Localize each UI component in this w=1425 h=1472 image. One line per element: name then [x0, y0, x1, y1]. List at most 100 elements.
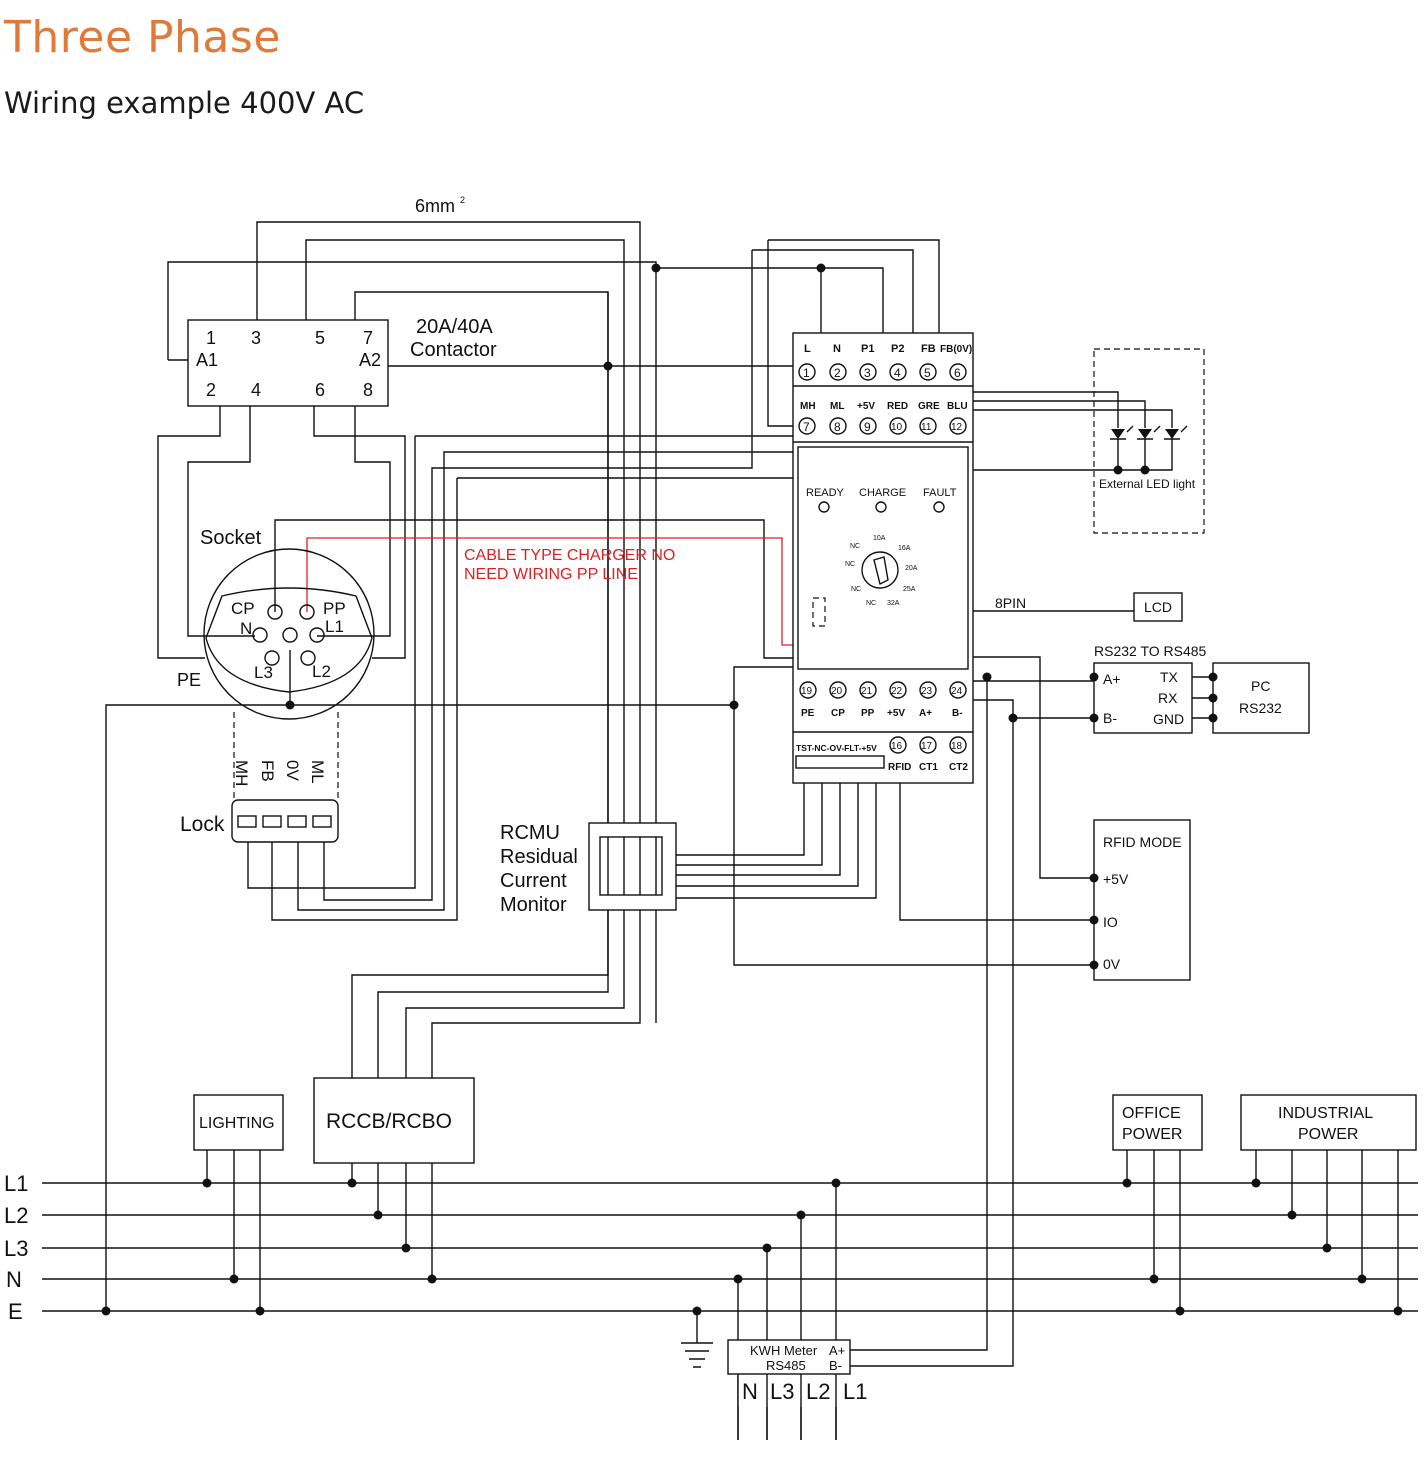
lock-box: [231, 799, 339, 843]
ctrl-label-ct2: CT2: [949, 762, 968, 773]
terminal-7: 7: [803, 420, 810, 434]
ctrl-label-red: RED: [887, 401, 908, 412]
contactor-pin-7: 7: [363, 328, 373, 348]
dial-nc: NC: [851, 586, 861, 593]
contactor-a2: A2: [359, 350, 381, 370]
socket-inner: [205, 587, 373, 693]
rcmu-inner: [599, 836, 663, 896]
terminal-3: 3: [864, 366, 871, 380]
dial-20a: 20A: [905, 565, 918, 572]
lcd-box: [1133, 592, 1183, 622]
terminal-2: 2: [834, 366, 841, 380]
ctrl-label-n: N: [833, 343, 841, 355]
pc-line1: PC: [1251, 678, 1270, 694]
terminal-23: 23: [921, 686, 933, 697]
lcd-connector: [812, 597, 826, 627]
page-title: Three Phase: [4, 12, 281, 63]
terminal-24: 24: [951, 686, 963, 697]
ctrl-label-fb: FB: [921, 343, 936, 355]
meter-bottom-l3: L3: [770, 1379, 794, 1404]
socket-pin-cp: [267, 604, 283, 620]
rs485-converter: RS232 TO RS485 A+ B- TX RX GND: [1093, 643, 1207, 734]
terminal-9: 9: [864, 420, 871, 434]
dial-knob: [861, 551, 899, 589]
terminal-11: 11: [921, 422, 932, 433]
cable-size-exp: 2: [460, 195, 465, 205]
contactor-pin-4: 4: [251, 380, 261, 400]
socket-label-cp: CP: [231, 599, 255, 618]
meter-bottom-l1: L1: [843, 1379, 867, 1404]
ctrl-label-pp: PP: [861, 708, 875, 719]
rs485-tx: TX: [1160, 669, 1179, 685]
led-diode-red: [1111, 429, 1125, 439]
contactor-pin-1: 1: [206, 328, 216, 348]
ctrl-label-p1: P1: [861, 343, 874, 355]
dial-nc: NC: [866, 600, 876, 607]
junction-dots: [101, 263, 1403, 1316]
bus-label-l3: L3: [4, 1236, 28, 1261]
lighting-box: [193, 1094, 284, 1151]
rs485-gnd: GND: [1153, 711, 1184, 727]
contactor-pin-8: 8: [363, 380, 373, 400]
ctrl-label-mh: MH: [800, 401, 816, 412]
contactor-name-line2: Contactor: [410, 339, 497, 361]
terminal-4: 4: [894, 366, 901, 380]
socket-pin-l1: [309, 627, 325, 643]
lock: MH FB 0V ML Lock: [180, 712, 339, 843]
rcmu: RCMU Residual Current Monitor: [500, 822, 677, 916]
rfid-pin-io: IO: [1103, 914, 1118, 930]
rcmu-line1: RCMU: [500, 822, 560, 844]
terminal-10: 10: [891, 422, 903, 433]
lcd: 8PIN LCD: [995, 592, 1183, 622]
ctrl-label-5v: +5V: [857, 401, 875, 412]
contactor-pin-6: 6: [315, 380, 325, 400]
terminal-6: 6: [954, 366, 961, 380]
rcmu-line4: Monitor: [500, 894, 567, 916]
current-dial: 10A 16A 20A 25A 32A NC NC NC NC: [845, 535, 918, 607]
ctrl-label-ct1: CT1: [919, 762, 938, 773]
meter-box: [727, 1339, 851, 1375]
contactor-pin-2: 2: [206, 380, 216, 400]
pp-note-line2: NEED WIRING PP LINE: [464, 566, 638, 583]
indicator-fault: FAULT: [923, 487, 957, 499]
socket: Socket CP PP N L1 L3 L2 PE: [177, 527, 375, 720]
meter-bottom-l2: L2: [806, 1379, 830, 1404]
fault-led: [933, 501, 945, 513]
socket-outline: [203, 548, 375, 720]
ready-led: [818, 501, 830, 513]
terminal-1: 1: [803, 366, 810, 380]
terminal-17: 17: [921, 741, 933, 752]
industrial-box: [1240, 1094, 1417, 1151]
office-line2: POWER: [1122, 1126, 1182, 1143]
lock-wire-mh: MH: [232, 760, 251, 786]
bus-label-n: N: [6, 1267, 22, 1292]
office-box: [1112, 1094, 1203, 1151]
ctrl-label-rfid: RFID: [888, 762, 911, 773]
rs485-box: [1093, 662, 1193, 734]
meter-line2: RS485: [766, 1358, 806, 1373]
pc-box: [1212, 662, 1310, 734]
ctrl-label-pe: PE: [801, 708, 815, 719]
rs485-b: B-: [1103, 710, 1117, 726]
lock-wire-fb: FB: [258, 760, 277, 782]
indicator-charge: CHARGE: [859, 487, 906, 499]
ctrl-label-b: B-: [952, 708, 963, 719]
lock-label: Lock: [180, 813, 225, 836]
socket-label-pp: PP: [323, 599, 346, 618]
rcmu-line3: Current: [500, 870, 567, 892]
pp-note-line1: CABLE TYPE CHARGER NO: [464, 547, 675, 564]
led-diode-green: [1138, 429, 1152, 439]
lighting-load: LIGHTING: [193, 1094, 284, 1151]
ctrl-label-fb0v: FB(0V): [940, 344, 972, 355]
dial-nc: NC: [850, 543, 860, 550]
rcmu-pass-wires: [607, 837, 657, 895]
terminal-20: 20: [831, 686, 843, 697]
rfid-module: RFID MODE +5V IO 0V: [1093, 819, 1191, 981]
rccb-load: RCCB/RCBO: [313, 1077, 475, 1164]
terminal-18: 18: [951, 741, 963, 752]
ctrl-label-gre: GRE: [918, 401, 940, 412]
socket-pin-n: [252, 627, 268, 643]
industrial-line1: INDUSTRIAL: [1278, 1105, 1373, 1122]
terminal-8: 8: [834, 420, 841, 434]
contactor-pin-3: 3: [251, 328, 261, 348]
